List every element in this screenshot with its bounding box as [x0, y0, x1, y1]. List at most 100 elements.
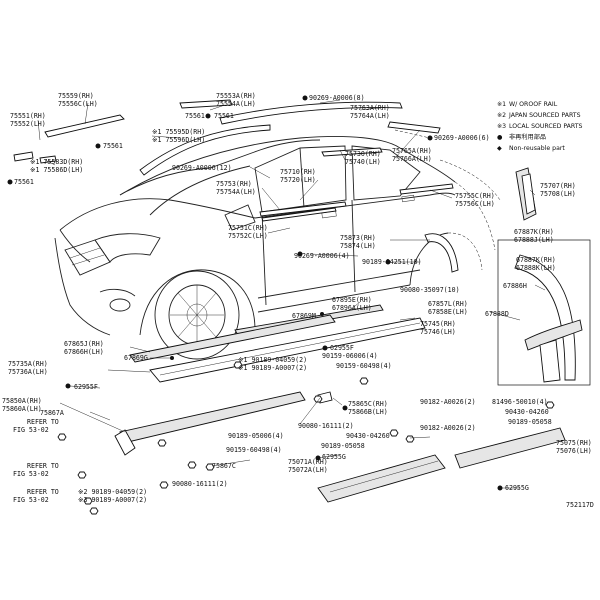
- clip-75583b: [39, 155, 57, 164]
- rocker-panel-75735: [149, 317, 426, 383]
- lower-parts: [114, 391, 566, 503]
- label-75867c: 75867C: [212, 462, 236, 470]
- label-75561b: 75561: [103, 142, 123, 150]
- label-75874: 75874(LH): [340, 242, 376, 250]
- legend-mark-5: ◆: [497, 145, 502, 152]
- nut-90080b: [159, 481, 169, 489]
- clip-75561-dot-c: [205, 113, 211, 119]
- label-90269c: 90269-A0006(12): [172, 164, 232, 172]
- label-67858: 67858E(LH): [428, 308, 468, 316]
- label-75072: 75072A(LH): [288, 466, 328, 474]
- clip-75561-dot: [95, 143, 101, 149]
- nut-refer3: [83, 497, 93, 505]
- label-75708: 75708(LH): [540, 190, 576, 198]
- label-62955f: 62955F: [330, 344, 354, 352]
- label-62955g: 62955G: [322, 453, 346, 461]
- legend-text-4: 非再利用部品: [509, 133, 546, 141]
- legend-mark-3: ※3: [497, 123, 506, 130]
- figure-id: 752117D: [566, 501, 594, 509]
- label-75559: 75559(RH): [58, 92, 94, 100]
- nut-75867c: [205, 463, 215, 471]
- label-fig2: FIG 53-02: [13, 470, 49, 478]
- label-refer1: REFER TO: [27, 418, 59, 426]
- legend-text-2: JAPAN SOURCED PARTS: [508, 112, 581, 119]
- label-90080c: 90080-16111(2): [172, 480, 228, 488]
- label-75556: 75556C(LH): [58, 100, 98, 108]
- label-refer3: REFER TO: [27, 488, 59, 496]
- label-75554: 75554A(LH): [216, 100, 256, 108]
- label-75850: 75850A(RH): [2, 397, 42, 405]
- label-90182b: 90182-A0026(2): [420, 424, 476, 432]
- label-75736: 75736A(LH): [8, 368, 48, 376]
- clip-90189-dot: [385, 259, 391, 265]
- clip-62955f2-dot: [65, 383, 71, 389]
- moulding-75751: [261, 207, 337, 222]
- clip-75583: [13, 151, 34, 162]
- label-90269b: 90269-A0006(6): [434, 134, 490, 142]
- clip-75865-dot: [342, 405, 348, 411]
- nut-90080a: [313, 395, 323, 403]
- roof-rail-75595: [139, 124, 271, 176]
- label-67866: 67866H(LH): [64, 348, 104, 356]
- clip-67869g-dot: [170, 356, 174, 360]
- label-75075: 75075(RH): [556, 439, 592, 447]
- legend-text-1: W/ OROOF RAIL: [509, 101, 558, 108]
- label-75561a: 75561: [214, 112, 234, 120]
- label-75746: 75746(LH): [420, 328, 456, 336]
- label-90189h: ※3 90189-A0007(2): [78, 496, 147, 504]
- label-75766: 75766A(LH): [392, 155, 432, 163]
- label-75764: 75764A(LH): [350, 112, 390, 120]
- label-90080b: 90080-16111(2): [298, 422, 354, 430]
- label-90430b: 90430-04260: [505, 408, 549, 416]
- label-81496: 81496-50010(4): [492, 398, 548, 406]
- label-75071: 75071A(RH): [288, 458, 328, 466]
- legend-text-3: LOCAL SOURCED PARTS: [509, 123, 583, 130]
- legend: ※1 W/ OROOF RAIL ※2 JAPAN SOURCED PARTS …: [497, 101, 583, 152]
- label-75710: 75710(RH): [280, 168, 316, 176]
- label-90269a: 90269-A0006(8): [309, 94, 365, 102]
- clip-62955g2-dot: [497, 485, 503, 491]
- label-67887: 67887K(RH): [514, 228, 554, 236]
- label-67888: 67888J(LH): [514, 236, 554, 244]
- label-90189b: ※1 90189-04059(2): [238, 356, 307, 364]
- label-67888b: 67888K(LH): [516, 264, 556, 272]
- roof-moulding-75765: [387, 121, 441, 134]
- belt-moulding-75730: [321, 147, 383, 157]
- label-75867a: 75867A: [40, 409, 64, 417]
- nut-90430a: [389, 429, 399, 437]
- label-90159c: 90159-60498(4): [226, 446, 282, 454]
- label-67896: 67896A(LH): [332, 304, 372, 312]
- label-75755: 75755C(RH): [455, 192, 495, 200]
- label-75753: 75753(RH): [216, 180, 252, 188]
- label-75752: 75752C(LH): [228, 232, 268, 240]
- callout-labels: 75559(RH) 75556C(LH) 75553A(RH) 75554A(L…: [2, 92, 594, 509]
- label-175586: ※1 75586D(LH): [30, 166, 83, 174]
- rocker-moulding-67865: [129, 314, 336, 363]
- label-75552: 75552(LH): [10, 120, 46, 128]
- liner-bracket: [539, 339, 561, 383]
- moulding-75755: [399, 183, 454, 195]
- label-67887b: 67887K(RH): [516, 256, 556, 264]
- roof-drip-moulding-75763: [219, 101, 403, 125]
- label-refer2: REFER TO: [27, 462, 59, 470]
- label-67869: 67869M: [292, 312, 316, 320]
- label-67886h: 67886H: [503, 282, 527, 290]
- label-75561d: 75561: [185, 112, 205, 120]
- nut-81496: [545, 401, 555, 409]
- car-body-outline: [54, 129, 501, 360]
- nut-90159b: [359, 377, 369, 385]
- legend-mark-2: ※2: [497, 112, 506, 119]
- wheel-opening-moulding-75873: [424, 233, 459, 273]
- roof-moulding-75559: [44, 114, 125, 138]
- label-175596: ※1 75596D(LH): [152, 136, 205, 144]
- clip-90269-dot: [302, 95, 308, 101]
- label-175583: ※1 75583D(RH): [30, 158, 83, 166]
- label-62955f2: 62955F: [74, 383, 98, 391]
- legend-mark-1: ※1: [497, 101, 506, 108]
- label-75076: 75076(LH): [556, 447, 592, 455]
- label-67888d: 67888D: [485, 310, 509, 318]
- label-67869g: 67869G: [124, 354, 148, 362]
- label-90182a: 90182-A0026(2): [420, 398, 476, 406]
- label-90269d: 90269-A0006(4): [294, 252, 350, 260]
- label-75751: 75751C(RH): [228, 224, 268, 232]
